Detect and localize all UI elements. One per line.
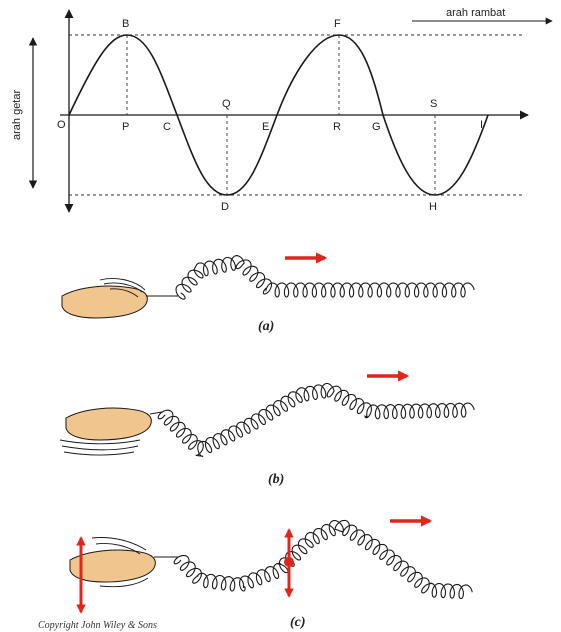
label-E: E (262, 121, 269, 133)
label-R: R (333, 121, 341, 133)
vibration-direction-label: arah getar (11, 90, 23, 140)
label-G: G (372, 121, 381, 133)
caption-a: (a) (258, 319, 274, 334)
spring-c (173, 519, 473, 600)
label-C: C (163, 121, 171, 133)
spring-b (157, 382, 475, 457)
copyright-text: Copyright John Wiley & Sons (38, 620, 157, 631)
label-H: H (429, 201, 437, 213)
propagation-direction-label: arah rambat (446, 7, 505, 19)
panel-a: (a) (61, 252, 475, 334)
label-Q: Q (222, 98, 231, 110)
hand-b-icon (59, 407, 163, 456)
hand-a-icon (61, 278, 178, 319)
caption-b: (b) (268, 472, 284, 487)
label-F: F (334, 18, 341, 30)
label-O: O (57, 119, 66, 131)
dashed-guides (69, 34, 525, 196)
caption-c: (c) (290, 615, 306, 630)
label-B: B (122, 18, 129, 30)
panel-b: (b) (59, 370, 475, 487)
marked-coil-dot (284, 557, 294, 567)
label-S: S (430, 98, 437, 110)
label-P: P (122, 121, 129, 133)
label-D: D (221, 201, 229, 213)
label-I: I (480, 119, 483, 131)
hand-c-icon (69, 537, 178, 588)
spring-a (175, 255, 475, 300)
panel-c: (c) (69, 515, 473, 630)
sine-wave (68, 34, 489, 196)
wave-diagram: arah getar arah rambat O B P C Q D E F R… (11, 7, 553, 213)
